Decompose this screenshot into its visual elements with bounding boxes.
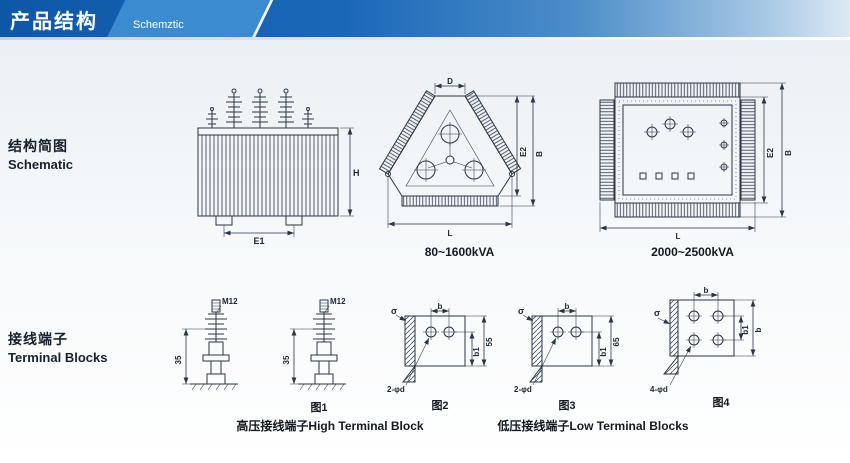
page-title: 产品结构 <box>10 11 98 33</box>
plate-outline <box>402 315 466 383</box>
tri-view-caption: 80~1600kVA <box>424 245 495 259</box>
schematic-label-cn: 结构简图 <box>8 138 68 154</box>
page-subtitle: Schemztic <box>133 19 184 31</box>
dim-label-h: H <box>353 168 360 178</box>
dim-label-e2: E2 <box>766 148 775 158</box>
dim-label-total: 55 <box>485 337 494 346</box>
dim-label-total: 65 <box>612 337 621 346</box>
dim-label-b: B <box>784 150 793 156</box>
dim-label-e2: E2 <box>519 147 528 157</box>
terminal-plate-figure2: b b1 55 σ 2-φd <box>387 302 494 394</box>
square-view-caption: 2000~2500kVA <box>651 245 734 259</box>
triangular-top-view-figure: D E2 B L <box>378 77 544 238</box>
square-tank-outline <box>599 82 756 218</box>
figure2-caption: 图2 <box>431 400 449 412</box>
square-top-view-figure: E2 B L <box>599 82 793 241</box>
dim-label-b: b <box>704 286 709 295</box>
tri-dimensions: D E2 B L <box>387 77 544 238</box>
plate-dimensions: b b1 55 σ 2-φd <box>387 302 494 394</box>
transformer-side-view-figure: H E1 <box>197 88 360 246</box>
dim-label-l: L <box>448 229 453 238</box>
page-header-banner: 产品结构 Schemztic <box>0 0 850 37</box>
sigma-label: σ <box>518 306 524 316</box>
terminal-label-en: Terminal Blocks <box>8 349 108 365</box>
hv-bushing-figure-a: M12 35 <box>174 297 238 391</box>
schematic-section-label: 结构简图 Schematic <box>8 137 138 173</box>
bushing-dimensions: M12 35 <box>282 297 346 385</box>
transformer-outline <box>197 88 339 226</box>
holes-label: 2-φd <box>514 385 532 394</box>
banner-diagonal-accent <box>104 0 276 37</box>
holes-label: 2-φd <box>387 385 405 394</box>
sigma-label: σ <box>391 306 397 316</box>
dim-label-d: D <box>447 77 453 86</box>
dim-label-b1: b1 <box>599 347 608 357</box>
dim-label-b: b <box>438 302 443 311</box>
height-label: 35 <box>282 355 291 364</box>
high-terminal-caption: 高压接线端子High Terminal Block <box>236 419 424 433</box>
thread-label: M12 <box>222 297 238 306</box>
dim-label-b1: b1 <box>472 347 481 357</box>
terminal-plate-figure4: b b1 b σ 4-φd <box>650 286 763 394</box>
terminal-section-label: 接线端子 Terminal Blocks <box>8 330 138 366</box>
dim-label-b-outer: b <box>754 327 763 332</box>
dim-label-l: L <box>676 232 681 241</box>
banner-underline <box>0 37 850 40</box>
plate-outline <box>662 299 735 375</box>
terminal-label-cn: 接线端子 <box>8 331 68 347</box>
terminal-plate-figure3: b b1 65 σ 2-φd <box>514 302 621 394</box>
thread-label: M12 <box>330 297 346 306</box>
bushing-dimensions: M12 35 <box>174 297 238 385</box>
plate-dimensions: b b1 b σ 4-φd <box>650 286 763 394</box>
dim-label-b: B <box>535 151 544 157</box>
holes-label: 4-φd <box>650 385 668 394</box>
bushing-outline <box>298 299 346 391</box>
hv-bushing-figure-b: M12 35 <box>282 297 346 391</box>
dim-label-e1: E1 <box>253 236 264 246</box>
plate-dimensions: b b1 65 σ 2-φd <box>514 302 621 394</box>
low-terminal-caption: 低压接线端子Low Terminal Blocks <box>497 419 689 433</box>
dim-label-b1: b1 <box>741 325 750 335</box>
schematic-label-en: Schematic <box>8 156 74 172</box>
dim-label-b: b <box>565 302 570 311</box>
transformer-dimensions: H E1 <box>223 127 360 246</box>
figure4-caption: 图4 <box>712 397 730 409</box>
bushing-outline <box>190 299 238 391</box>
tri-tank-outline <box>378 90 522 207</box>
figure3-caption: 图3 <box>558 400 576 412</box>
figure1-caption: 图1 <box>310 402 328 414</box>
sigma-label: σ <box>654 308 660 318</box>
height-label: 35 <box>174 355 183 364</box>
square-dimensions: E2 B L <box>599 82 793 241</box>
